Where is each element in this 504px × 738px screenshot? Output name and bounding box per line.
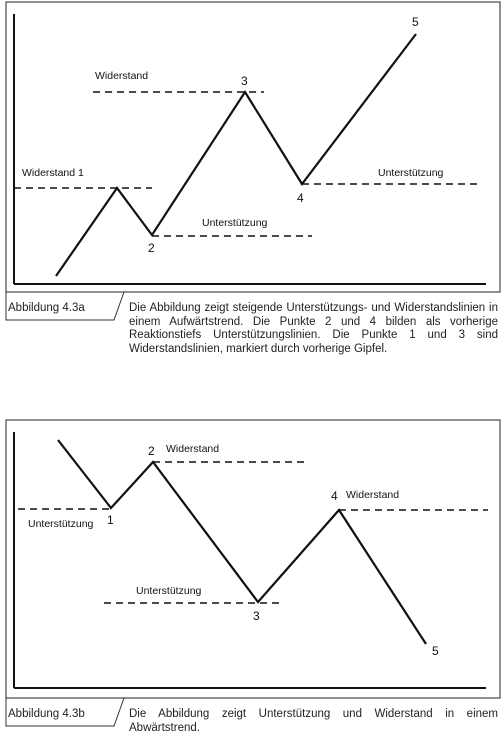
point-4: 4 bbox=[297, 191, 304, 205]
diagram-frame bbox=[5, 1, 501, 293]
figure-downtrend: Unterstützung Widerstand Widerstand Unte… bbox=[0, 418, 504, 738]
point-5: 5 bbox=[432, 644, 439, 658]
label-widerstand-1: Widerstand bbox=[166, 443, 219, 455]
point-3: 3 bbox=[241, 74, 248, 88]
point-4: 4 bbox=[331, 489, 338, 503]
price-line bbox=[55, 33, 417, 277]
label-unterstuetzung-1: Unterstützung bbox=[28, 518, 94, 530]
label-unterstuetzung-1: Unterstützung bbox=[202, 217, 268, 229]
caption-tab bbox=[5, 291, 125, 321]
caption-text: Die Abbildung zeigt steigende Unterstütz… bbox=[129, 302, 498, 355]
price-line bbox=[57, 439, 427, 645]
point-2: 2 bbox=[148, 241, 155, 255]
point-5: 5 bbox=[412, 15, 419, 29]
downtrend-diagram: Unterstützung Widerstand Widerstand Unte… bbox=[5, 419, 501, 727]
label-unterstuetzung-2: Unterstützung bbox=[378, 167, 444, 179]
caption-tab bbox=[5, 697, 125, 727]
label-unterstuetzung-2: Unterstützung bbox=[136, 585, 202, 597]
caption-label: Abbildung 4.3a bbox=[8, 302, 85, 314]
point-2: 2 bbox=[148, 444, 155, 458]
label-widerstand: Widerstand bbox=[95, 70, 148, 82]
label-widerstand-1: Widerstand 1 bbox=[22, 167, 84, 179]
point-3: 3 bbox=[253, 609, 260, 623]
caption-text: Die Abbildung zeigt Unterstützung und Wi… bbox=[129, 708, 498, 734]
caption-label: Abbildung 4.3b bbox=[8, 708, 85, 720]
diagram-frame bbox=[5, 419, 501, 699]
label-widerstand-2: Widerstand bbox=[346, 489, 399, 501]
point-1: 1 bbox=[107, 513, 114, 527]
figure-uptrend: Widerstand Widerstand 1 Unterstützung Un… bbox=[5, 1, 501, 355]
uptrend-diagram: Widerstand Widerstand 1 Unterstützung Un… bbox=[5, 1, 501, 321]
